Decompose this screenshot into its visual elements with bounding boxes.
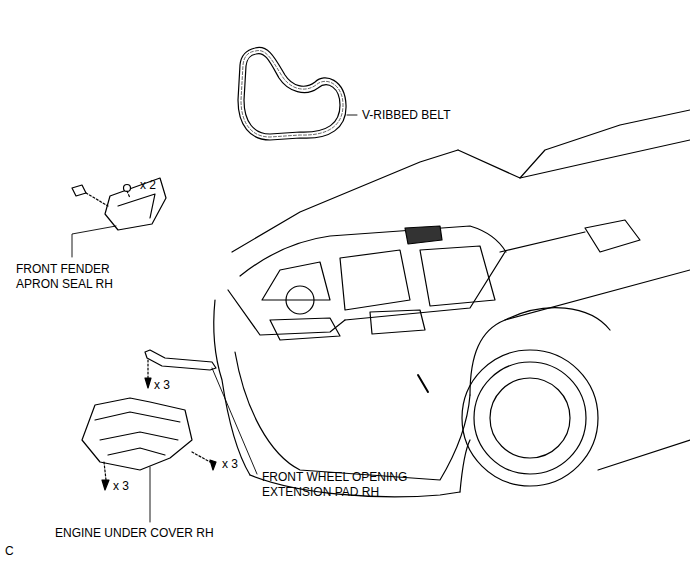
apron-seal-drawing (72, 178, 166, 257)
part-name: FRONT FENDER APRON SEAL RH (16, 262, 126, 292)
part-name: ENGINE UNDER COVER RH (55, 526, 214, 541)
quantity: x 3 (113, 479, 129, 494)
under-cover-drawing (82, 398, 216, 522)
part-name: FRONT WHEEL OPENING EXTENSION PAD RH (262, 470, 437, 500)
vehicle-drawing (214, 110, 690, 497)
part-name: V-RIBBED BELT (362, 108, 450, 123)
quantity: x 2 (140, 178, 156, 193)
belt-drawing (238, 47, 357, 140)
quantity: x 3 (222, 457, 238, 472)
figure-code: C (5, 544, 14, 559)
quantity: x 3 (154, 378, 170, 393)
